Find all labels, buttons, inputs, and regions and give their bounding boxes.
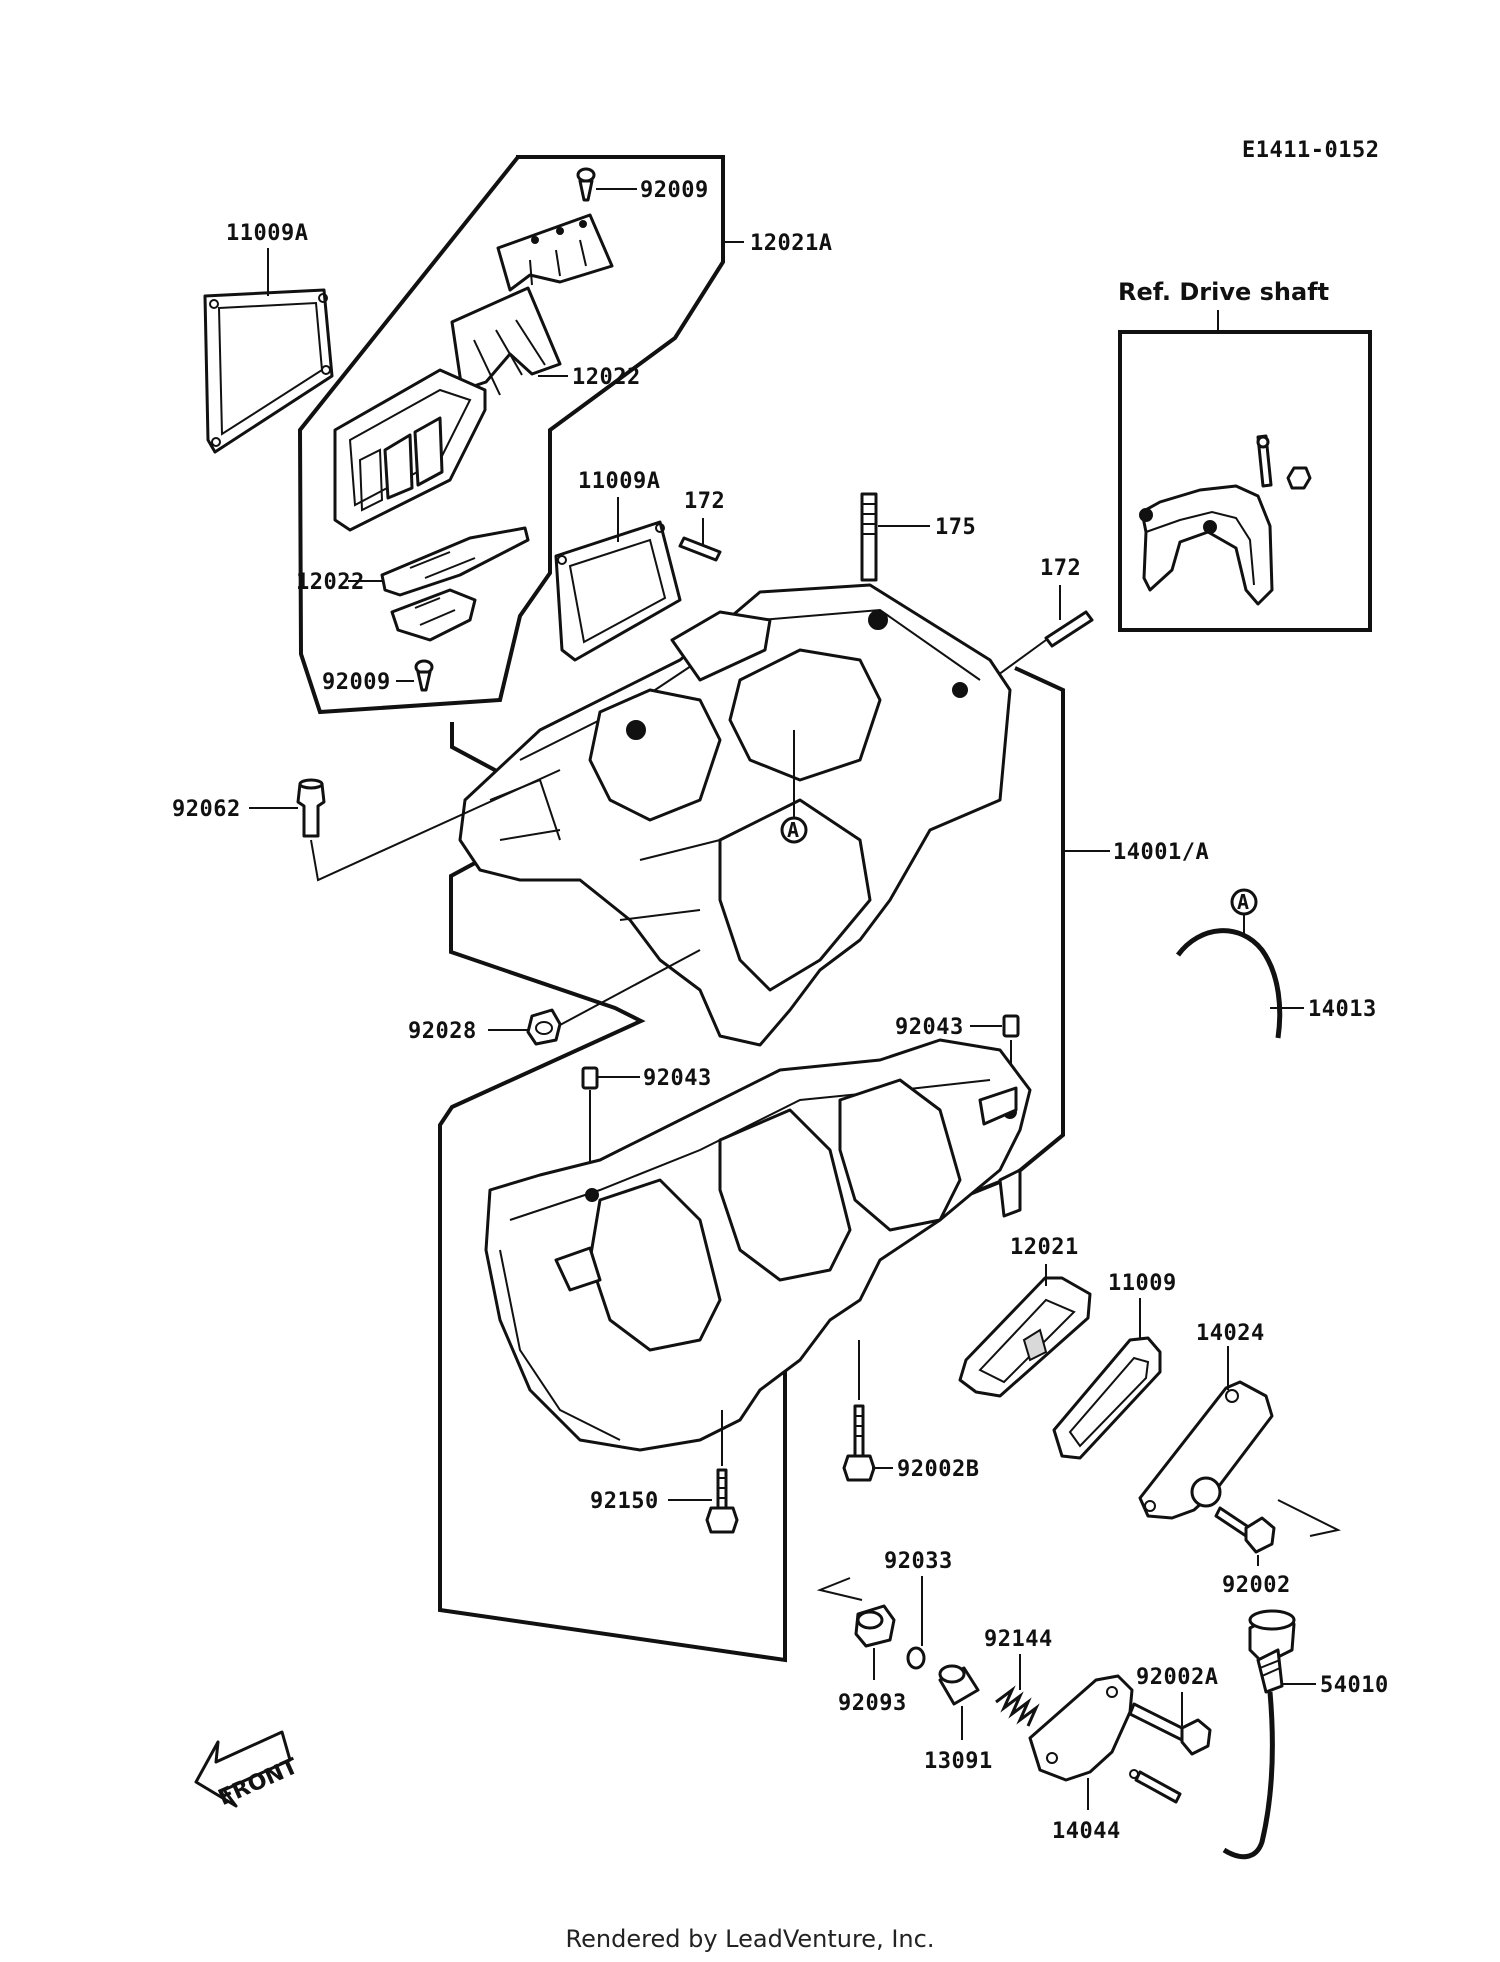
ref-marker-a-crankcase: A (787, 818, 800, 842)
ref-marker-a-ring: A (1237, 890, 1250, 914)
seal-92093 (854, 1604, 896, 1648)
label-92144: 92144 (984, 1627, 1053, 1652)
label-11009a-mid: 11009A (578, 469, 660, 494)
label-92150: 92150 (590, 1489, 659, 1514)
footer-credit: Rendered by LeadVenture, Inc. (566, 1925, 935, 1953)
label-12021a: 12021A (750, 231, 832, 256)
front-arrow-icon: FRONT (194, 1730, 302, 1811)
dowel-pin-92043-left (581, 1066, 599, 1090)
stud-172-right (1044, 610, 1094, 648)
bolt-92002 (1214, 1506, 1276, 1554)
label-172-left: 172 (684, 489, 725, 514)
stud-172-left (678, 536, 722, 562)
diagram-id: E1411-0152 (1242, 138, 1379, 163)
label-11009: 11009 (1108, 1271, 1177, 1296)
label-92009-top: 92009 (640, 178, 709, 203)
label-92062: 92062 (172, 797, 241, 822)
label-54010: 54010 (1320, 1673, 1389, 1698)
reed-valve-block (333, 368, 487, 532)
cap-92028 (526, 1008, 562, 1046)
label-92028: 92028 (408, 1019, 477, 1044)
reed-stopper-12022-bottom (380, 526, 530, 642)
label-14044: 14044 (1052, 1819, 1121, 1844)
gasket-11009a-left (203, 288, 334, 454)
stud-175 (860, 492, 878, 582)
reed-petal-upper (496, 213, 614, 292)
bolt-92002b (842, 1404, 876, 1482)
label-92043-left: 92043 (643, 1066, 712, 1091)
label-14001a: 14001/A (1113, 840, 1209, 865)
lower-crankcase (484, 1038, 1032, 1452)
label-175: 175 (935, 515, 976, 540)
label-92033: 92033 (884, 1549, 953, 1574)
pin-14044-small (1129, 1769, 1182, 1804)
reed-stopper-12022-top (450, 286, 562, 396)
cover-14044 (1028, 1674, 1134, 1782)
label-92009-bottom: 92009 (322, 670, 391, 695)
drive-shaft-reference-box (1118, 330, 1372, 632)
label-12021: 12021 (1010, 1235, 1079, 1260)
label-14013: 14013 (1308, 997, 1377, 1022)
label-12022-bottom: 12022 (296, 570, 365, 595)
spring-92144 (995, 1685, 1040, 1727)
bolt-92150 (705, 1468, 739, 1534)
reed-valve-group-frame (297, 155, 725, 715)
bolt-92002a (1128, 1702, 1212, 1756)
gasket-11009 (1052, 1336, 1162, 1460)
label-92002: 92002 (1222, 1573, 1291, 1598)
label-92043-right: 92043 (895, 1015, 964, 1040)
ring-14013 (1175, 928, 1283, 1039)
gasket-11009a-mid (554, 520, 682, 662)
drive-shaft-reference-title: Ref. Drive shaft (1118, 278, 1329, 306)
label-14024: 14024 (1196, 1321, 1265, 1346)
plug-92062 (296, 778, 326, 838)
drive-shaft-bracket (1139, 434, 1312, 606)
label-92002a: 92002A (1136, 1665, 1218, 1690)
gauge-54010 (1222, 1609, 1296, 1860)
upper-crankcase (458, 583, 1012, 1047)
plunger-13091 (938, 1664, 980, 1706)
cover-14024 (1138, 1380, 1274, 1520)
reed-valve-12021 (958, 1276, 1092, 1398)
dowel-pin-92043-right (1002, 1014, 1020, 1038)
label-12022-top: 12022 (572, 365, 641, 390)
label-13091: 13091 (924, 1749, 993, 1774)
screw-92009-top (576, 167, 596, 202)
label-92093: 92093 (838, 1691, 907, 1716)
ring-92033 (906, 1646, 926, 1670)
screw-92009-bottom (414, 659, 434, 692)
label-11009a-left: 11009A (226, 221, 308, 246)
label-92002b: 92002B (897, 1457, 979, 1482)
label-172-right: 172 (1040, 556, 1081, 581)
